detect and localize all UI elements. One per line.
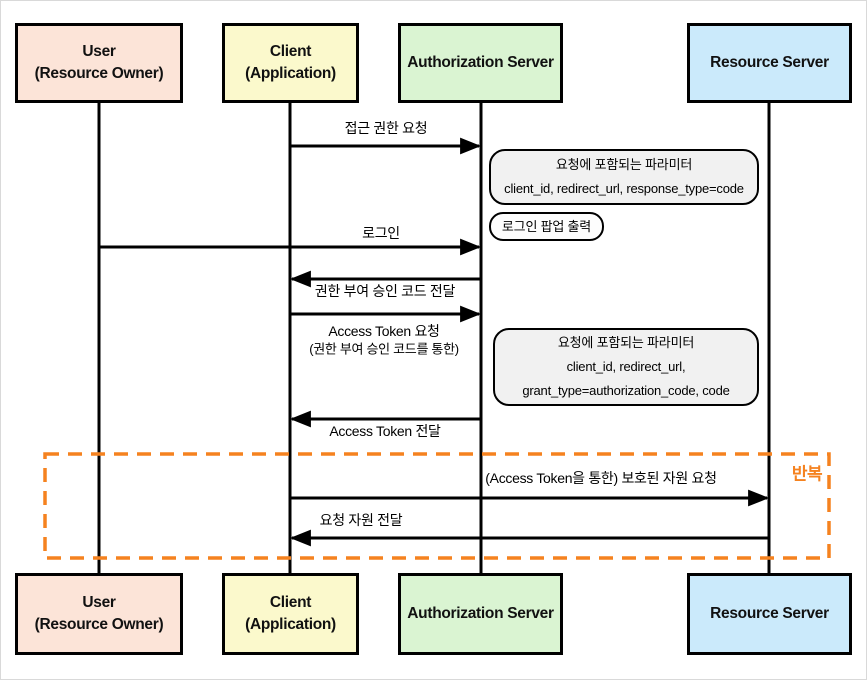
actor-label: User	[82, 593, 116, 611]
note-params: grant_type=authorization_code, code	[522, 383, 730, 399]
message-sublabel-access-token-request: (권한 부여 승인 코드를 통한)	[309, 341, 459, 357]
repeat-fragment-border	[43, 452, 831, 560]
note-request-params-2: 요청에 포함되는 파라미터 client_id, redirect_url, g…	[493, 328, 759, 406]
note-title: 요청에 포함되는 파라미터	[555, 156, 693, 172]
actor-user-top: User (Resource Owner)	[15, 23, 183, 103]
message-label-protected-resource-request: (Access Token을 통한) 보호된 자원 요청	[485, 470, 717, 486]
actor-label: Authorization Server	[407, 604, 554, 622]
note-title: 요청에 포함되는 파라미터	[557, 334, 695, 350]
actor-label: Resource Server	[710, 53, 829, 71]
actor-auth-server-bottom: Authorization Server	[398, 573, 563, 655]
actor-auth-server-top: Authorization Server	[398, 23, 563, 103]
repeat-fragment-label: 반복	[791, 464, 823, 484]
actor-label: Client	[269, 593, 312, 611]
note-params: client_id, redirect_url,	[566, 358, 686, 374]
actor-client-bottom: Client (Application)	[222, 573, 359, 655]
note-params: client_id, redirect_url, response_type=c…	[504, 181, 744, 196]
actor-sublabel: (Application)	[245, 616, 336, 633]
actor-sublabel: (Application)	[245, 65, 336, 82]
actor-resource-server-top: Resource Server	[687, 23, 852, 103]
note-login-popup: 로그인 팝업 출력	[489, 212, 604, 241]
message-label-login: 로그인	[362, 225, 400, 241]
message-label-access-token-delivery: Access Token 전달	[329, 423, 441, 439]
note-request-params-1: 요청에 포함되는 파라미터 client_id, redirect_url, r…	[489, 149, 759, 205]
actor-sublabel: (Resource Owner)	[34, 65, 164, 82]
actor-label: Resource Server	[710, 604, 829, 622]
actor-label: Authorization Server	[407, 53, 554, 71]
actor-client-top: Client (Application)	[222, 23, 359, 103]
actor-sublabel: (Resource Owner)	[34, 616, 164, 633]
message-label-resource-delivery: 요청 자원 전달	[319, 512, 403, 528]
message-label-access-permission-request: 접근 권한 요청	[344, 120, 428, 136]
message-label-access-token-request: Access Token 요청	[328, 323, 440, 339]
actor-label: Client	[269, 42, 312, 60]
note-text: 로그인 팝업 출력	[501, 219, 592, 234]
actor-resource-server-bottom: Resource Server	[687, 573, 852, 655]
actor-label: User	[82, 42, 116, 60]
message-label-auth-code-delivery: 권한 부여 승인 코드 전달	[314, 283, 456, 299]
actor-user-bottom: User (Resource Owner)	[15, 573, 183, 655]
